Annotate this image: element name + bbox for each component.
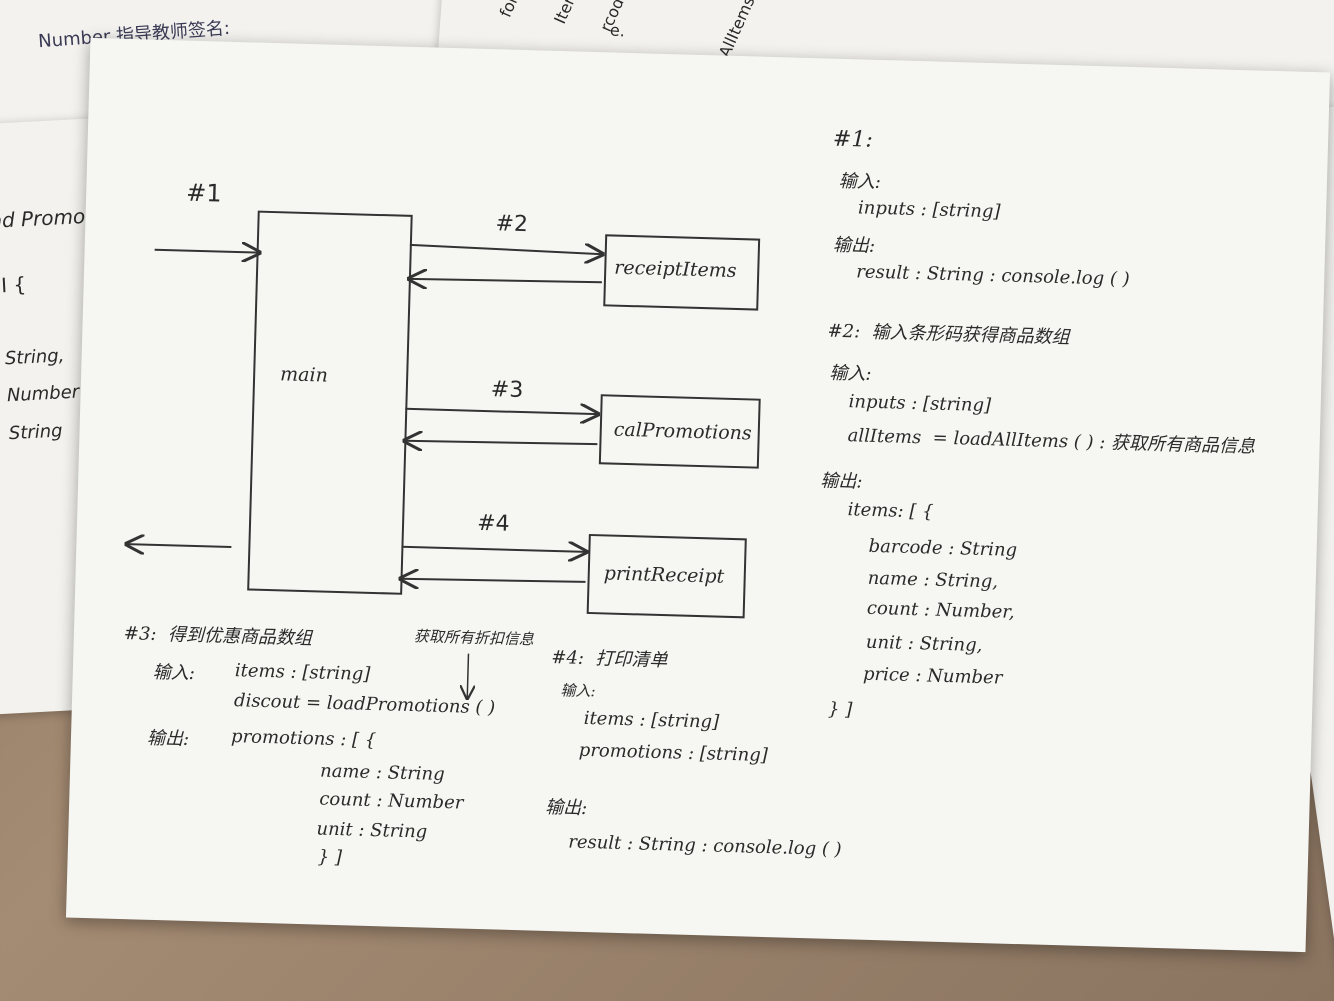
diagram-sheet: #1 #2 #3 #4 main receiptItems calPromoti… [65,37,1331,953]
cal-promotions-label: calPromotions [613,418,752,445]
note-1-heading: #1: [832,126,874,153]
note-4-items: items : [string] [583,707,720,733]
note-4-input-label: 输入: [560,681,596,701]
arrow-from-receipt-items [409,277,602,284]
print-receipt-box: printReceipt [586,533,747,619]
note-2-input-label: 输入: [829,362,872,385]
arrow-from-print-receipt [401,577,586,584]
main-box: main [247,210,413,595]
note-3-name: name : String [319,760,445,786]
arrow-to-cal-promotions [405,409,598,414]
arrow-from-cal-promotions [404,439,598,446]
note-4-heading: #4: 打印清单 [551,646,668,672]
label-1: #1 [185,178,223,208]
sheet-text: e. [609,20,626,41]
note-3-count: count : Number [319,788,464,814]
note-3-input-label: 输入: [152,661,196,685]
note-2-price: price : Number [862,663,1003,689]
note-3-promotions-open: promotions : [ { [230,726,377,752]
note-2-count: count : Number, [866,597,1015,623]
note-2-close: } ] [827,698,853,721]
label-3: #3 [490,377,524,404]
diagram-arrows [66,38,1330,952]
sheet-text: Items [ [550,0,590,27]
output-arrow [126,544,232,547]
arrow-to-receipt-items [409,245,603,254]
sheet-text: for Items [496,0,543,20]
cal-promotions-box: calPromotions [598,394,761,469]
note-3-output-label: 输出: [146,727,190,750]
note-2-barcode: barcode : String [868,535,1018,561]
sheet-text: String [8,420,64,445]
note-1-output-label: 输出: [832,234,876,257]
note-3-items: items : [string] [234,660,371,685]
note-2-inputs: inputs : [string] [848,391,992,417]
note-1-inputs: inputs : [string] [857,197,1001,223]
note-3-unit: unit : String [316,818,428,843]
sheet-text: ad Promo [0,203,86,233]
arrow-to-print-receipt [401,547,586,552]
label-2: #2 [495,211,529,238]
note-2-items-open: items: [ { [847,499,934,523]
print-receipt-label: printReceipt [603,562,725,588]
receipt-items-box: receiptItems [603,234,761,311]
main-label: main [279,363,329,387]
sheet-text: String, [4,345,65,370]
note-3-annotation: 获取所有折扣信息 [413,627,535,649]
note-4-output-label: 输出: [544,796,588,820]
note-2-name: name : String, [867,567,999,593]
note-2-unit: unit : String, [865,631,983,656]
note-2-output-label: 输出: [820,470,863,493]
annotation-arrow [467,653,468,699]
input-arrow [154,250,260,253]
sheet-text: I { [0,272,27,298]
receipt-items-label: receiptItems [614,256,737,282]
label-4: #4 [476,510,510,537]
note-3-heading: #3: 得到优惠商品数组 [123,623,313,650]
note-1-input-label: 输入: [838,170,882,193]
note-3-close: } ] [317,846,343,869]
sheet-text: Number [6,381,80,407]
